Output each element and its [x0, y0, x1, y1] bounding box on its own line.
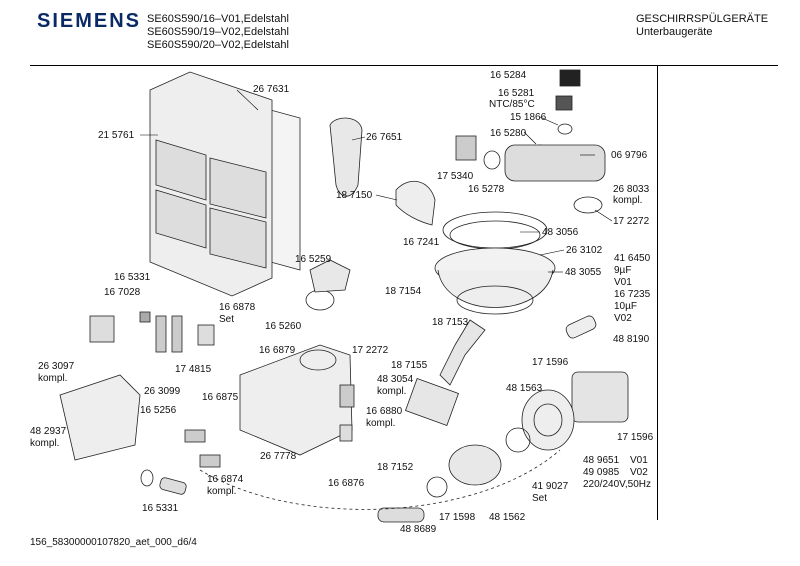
variant-v01-upper: V01 [614, 277, 632, 288]
part-483055: 48 3055 [565, 267, 602, 278]
side-divider [657, 65, 658, 520]
model-line-3: SE60S590/20–V02,Edelstahl [147, 39, 289, 51]
header-divider [30, 65, 778, 66]
ntc-spec: NTC/85°C [489, 99, 535, 110]
capacitor-9uf: 9µF [614, 265, 632, 276]
dispenser-jug-part [329, 117, 363, 197]
part-267778: 26 7778 [260, 451, 297, 462]
category-title: GESCHIRRSPÜLGERÄTE [636, 13, 769, 25]
part-263099: 26 3099 [144, 386, 181, 397]
part-263097-kompl: kompl. [38, 373, 68, 384]
part-187150: 18 7150 [336, 190, 373, 201]
aquastop-part [59, 374, 141, 461]
part-166876: 16 6876 [328, 478, 365, 489]
part-416450: 41 6450 [614, 253, 651, 264]
part-167028: 16 7028 [104, 287, 141, 298]
part-488689: 48 8689 [400, 524, 437, 535]
drain-hose-part [377, 507, 425, 523]
part-483056: 48 3056 [542, 227, 579, 238]
model-line-2: SE60S590/19–V02,Edelstahl [147, 26, 289, 38]
part-187152: 18 7152 [377, 462, 414, 473]
variant-v02-upper: V02 [614, 313, 632, 324]
part-166875: 16 6875 [202, 392, 239, 403]
motor-part [571, 371, 629, 423]
frame-panel [209, 207, 267, 269]
part-166878: 16 6878 [219, 302, 256, 313]
part-165281: 16 5281 [498, 88, 535, 99]
frame-panel [155, 189, 207, 249]
part-488190: 48 8190 [613, 334, 650, 345]
part-165284: 16 5284 [490, 70, 527, 81]
part-165278: 16 5278 [468, 184, 505, 195]
part-419027-set: Set [532, 493, 548, 504]
frame-panel [155, 139, 207, 201]
part-419027: 41 9027 [532, 481, 569, 492]
part-166874: 16 6874 [207, 474, 244, 485]
frame-panel [209, 157, 267, 219]
part-267631: 26 7631 [253, 84, 290, 95]
valve-housing-part [504, 144, 606, 182]
part-151866: 15 1866 [510, 112, 547, 123]
part-069796: 06 9796 [611, 150, 648, 161]
part-267651: 26 7651 [366, 132, 403, 143]
part-171596-lower: 17 1596 [617, 432, 654, 443]
category-subtitle: Unterbaugeräte [636, 26, 713, 38]
model-line-1: SE60S590/16–V01,Edelstahl [147, 13, 289, 25]
capacitor-10uf: 10µF [614, 301, 637, 312]
part-175340: 17 5340 [437, 171, 474, 182]
part-166880-kompl: kompl. [366, 418, 396, 429]
part-483054-kompl: kompl. [377, 386, 407, 397]
part-165331-lower: 16 5331 [142, 503, 179, 514]
part-263097: 26 3097 [38, 361, 75, 372]
part-166874-kompl: kompl. [207, 486, 237, 497]
part-215761: 21 5761 [98, 130, 135, 141]
part-263102: 26 3102 [566, 245, 603, 256]
pump-part [448, 444, 502, 486]
part-165331-upper: 16 5331 [114, 272, 151, 283]
ring-part [442, 211, 548, 249]
part-172272-lower: 17 2272 [352, 345, 389, 356]
part-268033-kompl: kompl. [613, 195, 643, 206]
part-482937: 48 2937 [30, 426, 67, 437]
variant-v02-lower: V02 [630, 467, 648, 478]
capacitor-part [565, 315, 597, 339]
part-165259: 16 5259 [295, 254, 332, 265]
part-489651: 48 9651 [583, 455, 620, 466]
part-165280: 16 5280 [490, 128, 527, 139]
part-165256: 16 5256 [140, 405, 177, 416]
document-id: 156_58300000107820_aet_000_d6/4 [30, 537, 197, 548]
part-174815: 17 4815 [175, 364, 212, 375]
part-166880: 16 6880 [366, 406, 403, 417]
heater-sump-part [239, 344, 353, 456]
part-187153: 18 7153 [432, 317, 469, 328]
part-187155: 18 7155 [391, 360, 428, 371]
part-165260: 16 5260 [265, 321, 302, 332]
part-171598: 17 1598 [439, 512, 476, 523]
part-166878-set: Set [219, 314, 235, 325]
variant-v01-lower: V01 [630, 455, 648, 466]
part-268033: 26 8033 [613, 184, 650, 195]
pipe-part [439, 319, 486, 386]
part-171596-upper: 17 1596 [532, 357, 569, 368]
part-167235: 16 7235 [614, 289, 651, 300]
sensor-cap-part [559, 69, 581, 87]
part-482937-kompl: kompl. [30, 438, 60, 449]
part-481563: 48 1563 [506, 383, 543, 394]
part-490985: 49 0985 [583, 467, 620, 478]
cover-part [395, 180, 436, 226]
part-483054: 48 3054 [377, 374, 414, 385]
part-167241: 16 7241 [403, 237, 440, 248]
part-172272-upper: 17 2272 [613, 216, 650, 227]
voltage-spec: 220/240V,50Hz [583, 479, 652, 490]
part-187154: 18 7154 [385, 286, 422, 297]
part-481562: 48 1562 [489, 512, 526, 523]
siemens-logo: SIEMENS [37, 10, 142, 32]
part-166879: 16 6879 [259, 345, 296, 356]
